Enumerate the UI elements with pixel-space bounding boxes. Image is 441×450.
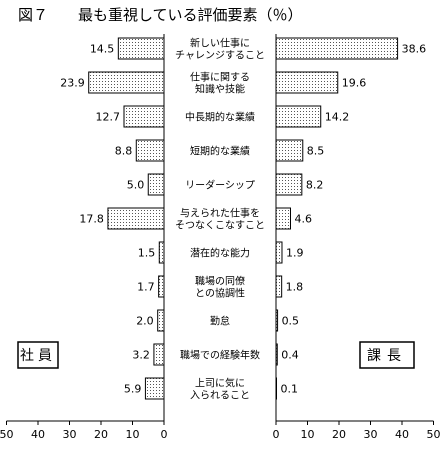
tick-label-right-4: 40 [395, 428, 409, 441]
tick-label-right-2: 20 [332, 428, 346, 441]
value-label-right-6: 1.9 [286, 247, 304, 260]
value-label-left-4: 5.0 [127, 179, 145, 192]
tick-label-left-1: 10 [126, 428, 140, 441]
category-label-line: 上司に気に [195, 377, 245, 390]
bar-right-5 [275, 207, 291, 230]
tick-label-right-5: 50 [427, 428, 441, 441]
category-label-line: 新しい仕事に [190, 37, 250, 50]
bar-left-9 [153, 343, 165, 366]
value-label-left-0: 14.5 [90, 43, 115, 56]
tick-label-left-5: 50 [0, 428, 14, 441]
category-label-line: 仕事に関する [190, 71, 250, 84]
bar-right-0 [275, 37, 399, 60]
category-label-line: 職場での経験年数 [180, 349, 260, 362]
category-label-line: 知識や技能 [195, 83, 245, 96]
value-label-right-10: 0.1 [281, 383, 299, 396]
category-label-line: 入られること [190, 390, 250, 402]
bar-right-1 [275, 71, 339, 94]
value-label-right-7: 1.8 [286, 281, 304, 294]
value-label-left-2: 12.7 [95, 111, 120, 124]
value-label-right-4: 8.2 [306, 179, 324, 192]
bar-left-7 [158, 275, 165, 298]
bar-left-0 [117, 37, 165, 60]
bar-left-3 [135, 139, 165, 162]
bar-right-3 [275, 139, 304, 162]
category-label-3: 短期的な業績 [190, 145, 250, 158]
tick-label-left-0: 0 [161, 428, 168, 441]
category-label-9: 職場での経験年数 [180, 349, 260, 362]
category-label-line: そつなくこなすこと [175, 220, 265, 232]
category-label-5: 与えられた仕事をそつなくこなすこと [175, 207, 265, 232]
tick-label-left-3: 30 [63, 428, 77, 441]
value-label-left-6: 1.5 [138, 247, 156, 260]
category-label-6: 潜在的な能力 [190, 247, 250, 260]
value-label-right-0: 38.6 [402, 43, 427, 56]
category-label-7: 職場の同僚との協調性 [195, 275, 245, 300]
legend-box-right [359, 341, 415, 369]
category-label-line: 短期的な業績 [190, 145, 250, 158]
chart-title: 図７ 最も重視している評価要素（％） [18, 6, 303, 24]
value-label-right-1: 19.6 [342, 77, 367, 90]
value-label-right-2: 14.2 [325, 111, 350, 124]
value-label-right-8: 0.5 [282, 315, 300, 328]
value-label-right-5: 4.6 [294, 213, 312, 226]
bar-left-4 [147, 173, 165, 196]
category-label-0: 新しい仕事にチャレンジすること [175, 37, 265, 62]
bar-left-5 [107, 207, 165, 230]
tick-label-right-0: 0 [273, 428, 280, 441]
bar-left-2 [123, 105, 165, 128]
tick-label-left-4: 40 [31, 428, 45, 441]
category-label-line: との協調性 [195, 287, 245, 300]
category-label-line: 与えられた仕事を [180, 207, 260, 220]
value-label-left-5: 17.8 [79, 213, 104, 226]
plot-area: 14.5 38.6 新しい仕事にチャレンジすること 23.9 19.6 仕事に関する知識や… [0, 34, 441, 441]
category-label-line: 中長期的な業績 [185, 111, 255, 124]
legend-label-left: 社員 [20, 348, 56, 364]
value-label-left-9: 3.2 [132, 349, 150, 362]
category-label-line: 職場の同僚 [195, 275, 245, 288]
category-label-line: 勤怠 [210, 315, 230, 328]
category-label-4: リーダーシップ [185, 179, 255, 192]
value-label-right-3: 8.5 [307, 145, 325, 158]
value-label-right-9: 0.4 [281, 349, 299, 362]
bar-left-10 [144, 377, 165, 400]
legend-box-left [17, 341, 59, 369]
value-label-left-3: 8.8 [115, 145, 133, 158]
bar-right-7 [275, 275, 283, 298]
category-label-10: 上司に気に入られること [190, 377, 250, 402]
category-label-8: 勤怠 [210, 315, 230, 328]
tick-label-left-2: 20 [94, 428, 108, 441]
category-label-2: 中長期的な業績 [185, 111, 255, 124]
category-label-line: 潜在的な能力 [190, 247, 250, 260]
category-label-1: 仕事に関する知識や技能 [190, 71, 250, 96]
category-label-line: リーダーシップ [185, 179, 255, 192]
tick-label-right-3: 30 [364, 428, 378, 441]
value-label-left-10: 5.9 [124, 383, 142, 396]
bar-left-8 [157, 309, 165, 332]
legend-label-right: 課長 [367, 348, 407, 364]
value-label-left-8: 2.0 [136, 315, 154, 328]
bar-right-6 [275, 241, 283, 264]
bar-right-4 [275, 173, 303, 196]
value-label-left-1: 23.9 [60, 77, 85, 90]
value-label-left-7: 1.7 [137, 281, 155, 294]
bar-right-2 [275, 105, 322, 128]
category-label-line: チャレンジすること [175, 50, 265, 62]
bar-left-1 [88, 71, 165, 94]
tick-label-right-1: 10 [301, 428, 315, 441]
bar-left-6 [158, 241, 165, 264]
